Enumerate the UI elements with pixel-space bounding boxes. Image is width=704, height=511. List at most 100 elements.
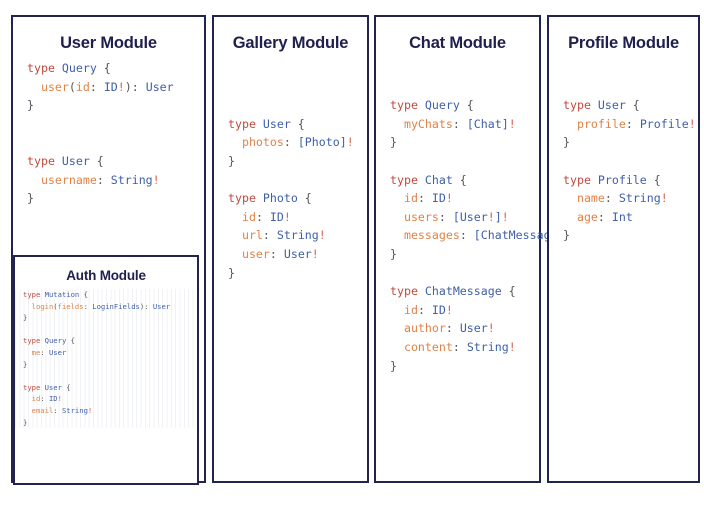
code-token-t: User [597, 98, 626, 113]
code-line: } [23, 359, 197, 371]
code-line: name: String! [563, 189, 698, 208]
code-line [228, 59, 367, 78]
code-token-f: photos [241, 135, 284, 150]
code-token-bang: ! [487, 209, 495, 224]
code-token-t: LoginFields [92, 301, 140, 311]
code-line: login(fields: LoginFields): User [23, 301, 197, 313]
code-line: } [563, 226, 698, 245]
code-line [390, 59, 539, 78]
graphql-schema-code: type Query { user(id: ID!): User} type U… [13, 59, 204, 208]
code-line: id: ID! [390, 189, 539, 208]
graphql-schema-code: type Query { myChats: [Chat]!} type Chat… [376, 59, 572, 376]
code-line [23, 324, 197, 336]
code-token-p: } [228, 153, 235, 168]
code-token-t: Photo [262, 191, 298, 206]
code-token-t: [User [452, 209, 488, 224]
code-line: profile: Profile! [563, 115, 698, 134]
code-token-t: User [152, 301, 171, 311]
code-token-f: messages [403, 228, 460, 243]
code-token-p: } [27, 98, 34, 113]
code-line: age: Int [563, 208, 698, 227]
graphql-schema-code: type User { profile: Profile!} type Prof… [549, 59, 698, 245]
code-token-p: { [61, 382, 71, 392]
code-line [390, 264, 539, 283]
code-line [23, 370, 197, 382]
code-token-f: profile [576, 116, 626, 131]
code-line: type Chat { [390, 171, 539, 190]
code-token-p [23, 348, 32, 357]
code-token-k: type [228, 116, 263, 131]
code-line: } [390, 357, 539, 376]
code-token-bang: ! [57, 394, 62, 404]
code-token-k: type [390, 98, 425, 113]
code-token-p: : [417, 191, 432, 206]
code-line: type User { [563, 96, 698, 115]
code-line: } [23, 312, 197, 324]
profile-module-title: Profile Module [568, 34, 679, 52]
profile-module[interactable]: Profile Module type User { profile: Prof… [547, 15, 700, 483]
code-token-bang: ! [445, 302, 453, 317]
code-line: url: String! [228, 226, 367, 245]
code-line: type User { [27, 152, 204, 171]
code-token-p: { [297, 191, 312, 206]
code-line: type User { [228, 115, 367, 134]
code-token-t: Query [44, 336, 67, 346]
code-token-bang: ! [508, 339, 516, 354]
code-line: } [390, 133, 539, 152]
code-token-t: User [459, 321, 488, 336]
code-token-p: : [96, 172, 111, 187]
code-line: users: [User!]! [390, 208, 539, 227]
code-token-k: type [23, 336, 45, 346]
code-token-k: type [23, 382, 45, 392]
code-line: id: ID! [228, 208, 367, 227]
code-token-p [23, 394, 32, 403]
code-token-p [23, 406, 32, 415]
code-token-t: ] [494, 209, 502, 224]
chat-module[interactable]: Chat Module type Query { myChats: [Chat]… [374, 15, 572, 483]
code-token-bang: ! [346, 135, 354, 150]
code-token-p: } [23, 313, 28, 323]
code-token-p [390, 228, 404, 242]
code-token-p [228, 228, 242, 242]
code-token-bang: ! [283, 209, 291, 224]
code-token-bang: ! [487, 321, 495, 336]
code-token-p: : [269, 246, 284, 261]
code-line: messages: [ChatMessage]! [390, 226, 572, 245]
code-token-t: Profile [597, 172, 647, 187]
code-line: type Profile { [563, 171, 698, 190]
code-token-f: user [241, 246, 270, 261]
code-token-t: Query [61, 61, 97, 75]
code-line: type User { [23, 382, 197, 394]
code-line [27, 115, 204, 134]
code-line [27, 133, 204, 152]
code-token-t: ID [431, 302, 446, 317]
code-token-p: { [501, 284, 516, 299]
code-token-p [563, 117, 577, 131]
code-token-p: { [646, 172, 661, 187]
code-token-p: : [604, 191, 619, 206]
code-line [563, 152, 698, 171]
code-token-p [390, 303, 404, 317]
code-line: type Mutation { [23, 289, 197, 301]
code-token-t: [Photo] [297, 135, 347, 150]
code-token-p: : [89, 79, 104, 94]
code-token-t: ID [103, 79, 118, 94]
code-token-t: ChatMessage [424, 284, 502, 299]
code-line: type ChatMessage { [390, 282, 539, 301]
code-token-t: User [145, 79, 174, 94]
code-line: user(id: ID!): User [27, 78, 204, 97]
code-token-bang: ! [87, 405, 93, 415]
code-line: type Query { [27, 59, 204, 78]
code-token-f: login [31, 301, 54, 311]
code-token-t: Chat [424, 172, 453, 187]
code-token-k: type [563, 98, 598, 113]
code-token-p: : [445, 321, 460, 336]
code-token-p: : [438, 209, 453, 224]
gallery-module[interactable]: Gallery Module type User { photos: [Phot… [212, 15, 369, 483]
code-token-p [228, 210, 242, 224]
code-line [390, 152, 539, 171]
code-token-t: [ChatMessage] [473, 228, 565, 243]
